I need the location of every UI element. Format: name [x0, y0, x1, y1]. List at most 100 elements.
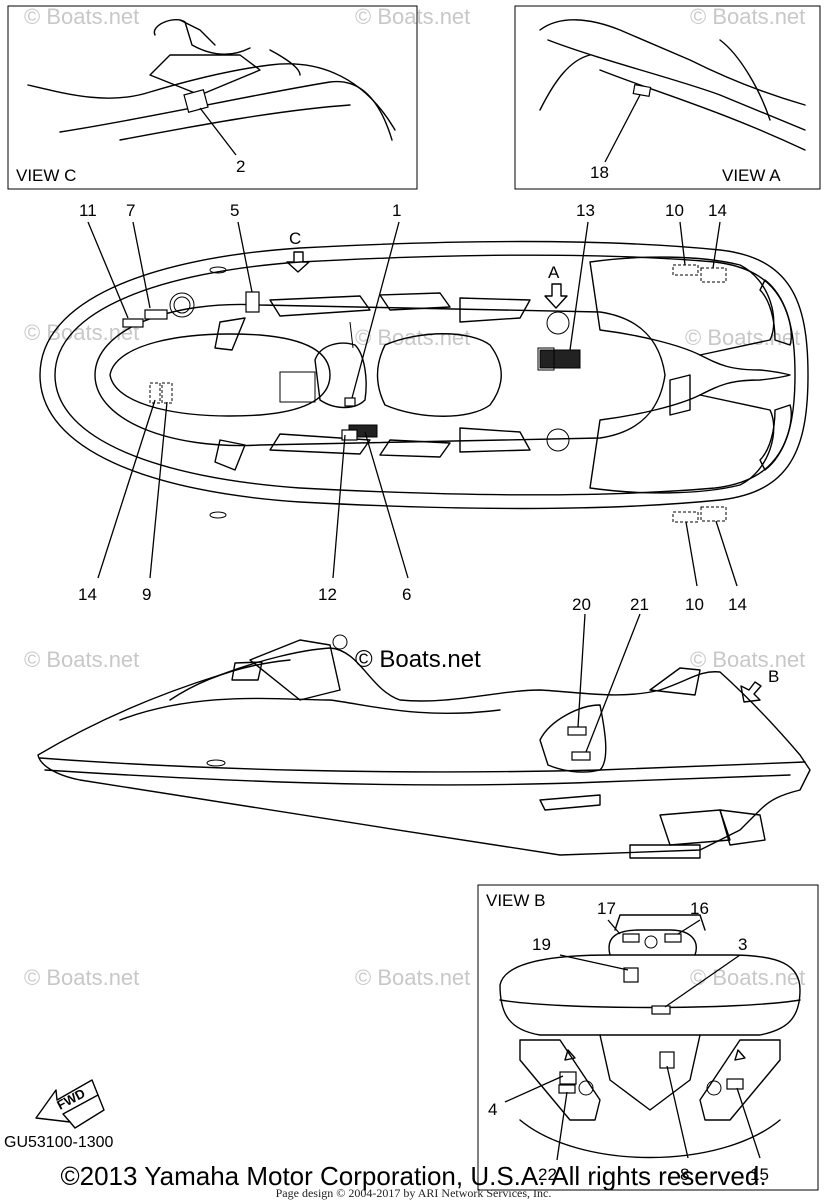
side-vent: [269, 433, 371, 455]
arrow-b-label: B: [768, 667, 779, 686]
cleat-icon: [209, 266, 227, 274]
callout-8: 8: [680, 1165, 689, 1184]
hull-line: [119, 104, 351, 141]
view-b-frame: [477, 884, 819, 1191]
callout-1: 1: [392, 201, 401, 220]
label-16-marker: [664, 933, 682, 943]
watermarks: © Boats.net © Boats.net © Boats.net © Bo…: [24, 4, 805, 990]
hull-line: [59, 80, 393, 141]
handlebar-side: [249, 639, 341, 701]
stern-outline: [699, 354, 791, 396]
fwd-indicator: FWD: [35, 1079, 105, 1129]
side-vent: [379, 292, 451, 311]
hull-outline: [39, 240, 809, 510]
steering-column: [314, 342, 367, 409]
tow-hook: [669, 374, 691, 416]
seat-back: [608, 929, 697, 956]
grab-rail-side: [649, 667, 701, 696]
handlebar-outline: [153, 18, 251, 55]
mirror-right: [214, 439, 246, 471]
arrow-c-label: C: [289, 229, 301, 248]
watermark-text: © Boats.net: [355, 965, 470, 990]
cleat-icon: [209, 511, 227, 519]
label-14-hidden: [149, 382, 161, 404]
deck-line: [119, 697, 501, 721]
grab-bar: [614, 914, 706, 931]
callout-5: 5: [230, 201, 239, 220]
fwd-label: FWD: [54, 1086, 87, 1113]
watermark-text: © Boats.net: [690, 647, 805, 672]
grip-icon: [332, 634, 348, 650]
keel-line: [629, 844, 701, 859]
label-21-marker: [571, 751, 591, 761]
label-12-marker: [341, 429, 358, 441]
drain-plug-icon: [578, 1080, 594, 1096]
label-15-marker: [726, 1078, 744, 1090]
leader-line: [712, 221, 721, 269]
mirror-outline: [269, 49, 301, 76]
copyright-notice: ©2013 Yamaha Motor Corporation, U.S.A. A…: [60, 1161, 767, 1191]
label-18-marker: [632, 83, 652, 98]
leader-line: [364, 431, 409, 579]
stern-rail: [759, 279, 792, 346]
label-20-marker: [567, 726, 587, 736]
leader-line: [97, 399, 156, 579]
mirror-left: [214, 317, 246, 351]
label-5-marker: [245, 291, 260, 313]
leader-line: [556, 1091, 568, 1161]
view-c-arrow-icon: [286, 251, 310, 273]
leader-line: [607, 919, 621, 935]
callout-13: 13: [576, 201, 595, 220]
callout-7: 7: [126, 201, 135, 220]
label-13-marker: [539, 349, 581, 369]
sponson-left: [519, 1039, 601, 1121]
rub-rail: [44, 769, 791, 786]
label-19-marker: [623, 967, 639, 983]
view-a-panel: 18 VIEW A: [514, 5, 821, 190]
seat-line: [599, 69, 806, 151]
view-c-title: VIEW C: [16, 166, 76, 185]
callout-14: 14: [78, 585, 97, 604]
callout-10: 10: [665, 201, 684, 220]
leader-line: [604, 94, 641, 163]
label-17-marker: [622, 933, 640, 943]
leader-line: [585, 613, 641, 753]
leader-line: [351, 221, 400, 399]
leader-line: [237, 221, 253, 293]
callout-21: 21: [630, 595, 649, 614]
view-a-arrow-icon: [544, 283, 568, 309]
leader-line: [677, 919, 701, 935]
label-4-marker: [559, 1071, 577, 1085]
leader-line: [664, 954, 741, 1008]
footwell-upper: [589, 256, 775, 356]
leader-line: [149, 401, 168, 579]
leader-line: [679, 221, 686, 266]
cup-holder-icon: [546, 428, 570, 452]
watermark-text: © Boats.net: [355, 325, 470, 350]
fuel-cap-icon: [169, 292, 195, 318]
view-a-frame: [514, 5, 821, 190]
watermark-text: © Boats.net: [355, 4, 470, 29]
arrow-a-label: A: [548, 263, 560, 282]
leader-line: [569, 221, 589, 351]
watermark-text: © Boats.net: [24, 647, 139, 672]
callout-14: 14: [728, 595, 747, 614]
label-12-marker: [344, 397, 356, 407]
callout-6: 6: [402, 585, 411, 604]
callout-19: 19: [532, 935, 551, 954]
seat-line: [539, 54, 591, 111]
leader-line: [715, 520, 738, 587]
label-11-marker: [122, 318, 144, 328]
callout-11: 11: [79, 201, 97, 220]
stern-body: [499, 954, 801, 1036]
view-b-panel: VIEW B 17 16 19 3 4 22 8 15: [477, 884, 819, 1191]
view-c-frame: [7, 5, 418, 190]
part-code: GU53100-1300: [4, 1134, 114, 1151]
view-b-arrow-icon: [740, 681, 762, 703]
side-view: 20 21 B © Boats.net: [37, 595, 811, 859]
callout-10: 10: [685, 595, 704, 614]
keel-outline: [519, 1119, 781, 1159]
hull-line: [27, 63, 396, 131]
view-c-panel: 2 VIEW C: [7, 5, 418, 190]
